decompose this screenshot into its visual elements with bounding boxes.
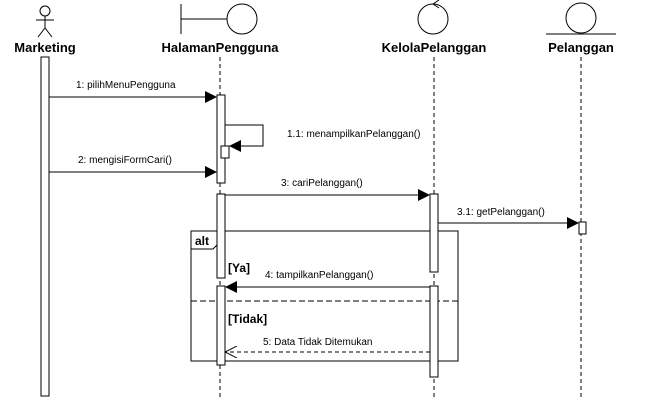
activation-halaman-2: [216, 193, 226, 279]
alt-frame: alt [Ya] [Tidak]: [190, 230, 459, 362]
message-label-1: 1: pilihMenuPengguna: [76, 80, 176, 91]
message-label-3-1: 3.1: getPelanggan(): [457, 207, 545, 218]
boundary-icon: [180, 3, 258, 35]
activation-halaman-3: [216, 285, 226, 366]
lifeline-label-kelola: KelolaPelanggan: [382, 40, 487, 55]
message-label-2: 2: mengisiFormCari(): [78, 155, 172, 166]
message-label-3: 3: cariPelanggan(): [281, 178, 363, 189]
message-label-5: 5: Data Tidak Ditemukan: [263, 337, 373, 348]
activation-halaman-1: [216, 94, 226, 184]
guard-ya: [Ya]: [228, 261, 250, 275]
message-label-4: 4: tampilkanPelanggan(): [265, 270, 373, 281]
activation-halaman-self: [220, 145, 230, 159]
activation-kelola-2: [429, 285, 439, 378]
activation-kelola-1: [429, 193, 439, 273]
guard-tidak: [Tidak]: [228, 312, 267, 326]
lifeline-label-marketing: Marketing: [14, 40, 75, 55]
lifeline-label-pelanggan: Pelanggan: [548, 40, 614, 55]
control-icon: [417, 0, 449, 35]
message-label-1-1: 1.1: menampilkanPelanggan(): [287, 129, 420, 140]
entity-icon: [546, 2, 616, 35]
alt-operator-label: alt: [195, 234, 209, 248]
message-arrow-1-1: [225, 124, 264, 152]
lifeline-label-halaman: HalamanPengguna: [161, 40, 279, 55]
activation-pelanggan: [578, 221, 587, 235]
actor-icon: [36, 5, 54, 38]
activation-marketing: [40, 56, 50, 397]
